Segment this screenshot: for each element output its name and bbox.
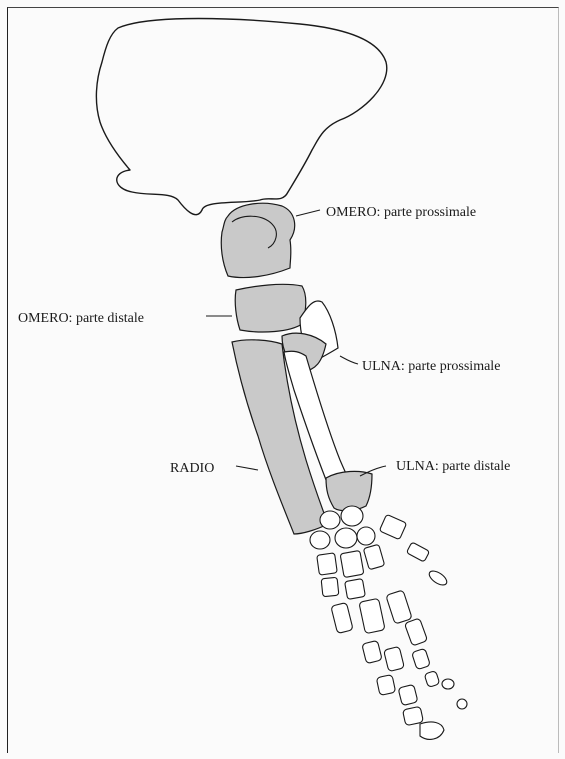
humerus-distal-bone: [235, 284, 306, 332]
pointer-radio: [236, 466, 258, 470]
phalanx-bone: [384, 646, 405, 671]
label-radio: RADIO: [170, 461, 214, 476]
phalanx-bone: [398, 684, 418, 705]
carpal-bone: [427, 568, 449, 587]
phalanx-tip-bone: [420, 722, 444, 739]
humerus-proximal-bone: [221, 203, 294, 277]
phalanx-bone: [376, 675, 395, 696]
phalanx-bone: [362, 640, 382, 663]
pointer-ulna-prossimale: [340, 356, 358, 364]
label-ulna-distale: ULNA: parte distale: [396, 459, 510, 474]
phalanx-bone: [442, 679, 454, 689]
label-omero-prossimale: OMERO: parte prossimale: [326, 205, 476, 220]
metacarpal-bone: [359, 598, 385, 633]
carpal-bone: [320, 511, 340, 529]
carpal-bone: [341, 506, 363, 526]
ulna-distal-bone: [326, 471, 372, 510]
carpal-bone: [340, 550, 364, 577]
carpal-bone: [345, 579, 366, 600]
carpal-bone: [335, 528, 357, 548]
metacarpal-bone: [386, 590, 412, 624]
carpal-bone: [317, 553, 338, 575]
carpal-bone: [363, 544, 384, 570]
carpal-bone: [406, 542, 429, 562]
phalanx-bone: [424, 670, 440, 687]
phalanx-bone: [412, 648, 431, 669]
pointer-omero-prossimale: [296, 210, 320, 216]
carpal-bone: [357, 527, 375, 545]
phalanx-bone: [457, 699, 467, 709]
metacarpal-bone: [331, 602, 353, 633]
carpal-bone: [310, 531, 330, 549]
carpal-bone: [321, 577, 339, 597]
scapula-outline: [96, 19, 386, 215]
label-ulna-prossimale: ULNA: parte prossimale: [362, 359, 500, 374]
carpal-bone: [379, 514, 406, 539]
label-omero-distale: OMERO: parte distale: [18, 311, 144, 326]
phalanx-bone: [403, 706, 424, 725]
metacarpal-bone: [404, 618, 427, 646]
pointer-ulna-distale: [360, 466, 386, 476]
